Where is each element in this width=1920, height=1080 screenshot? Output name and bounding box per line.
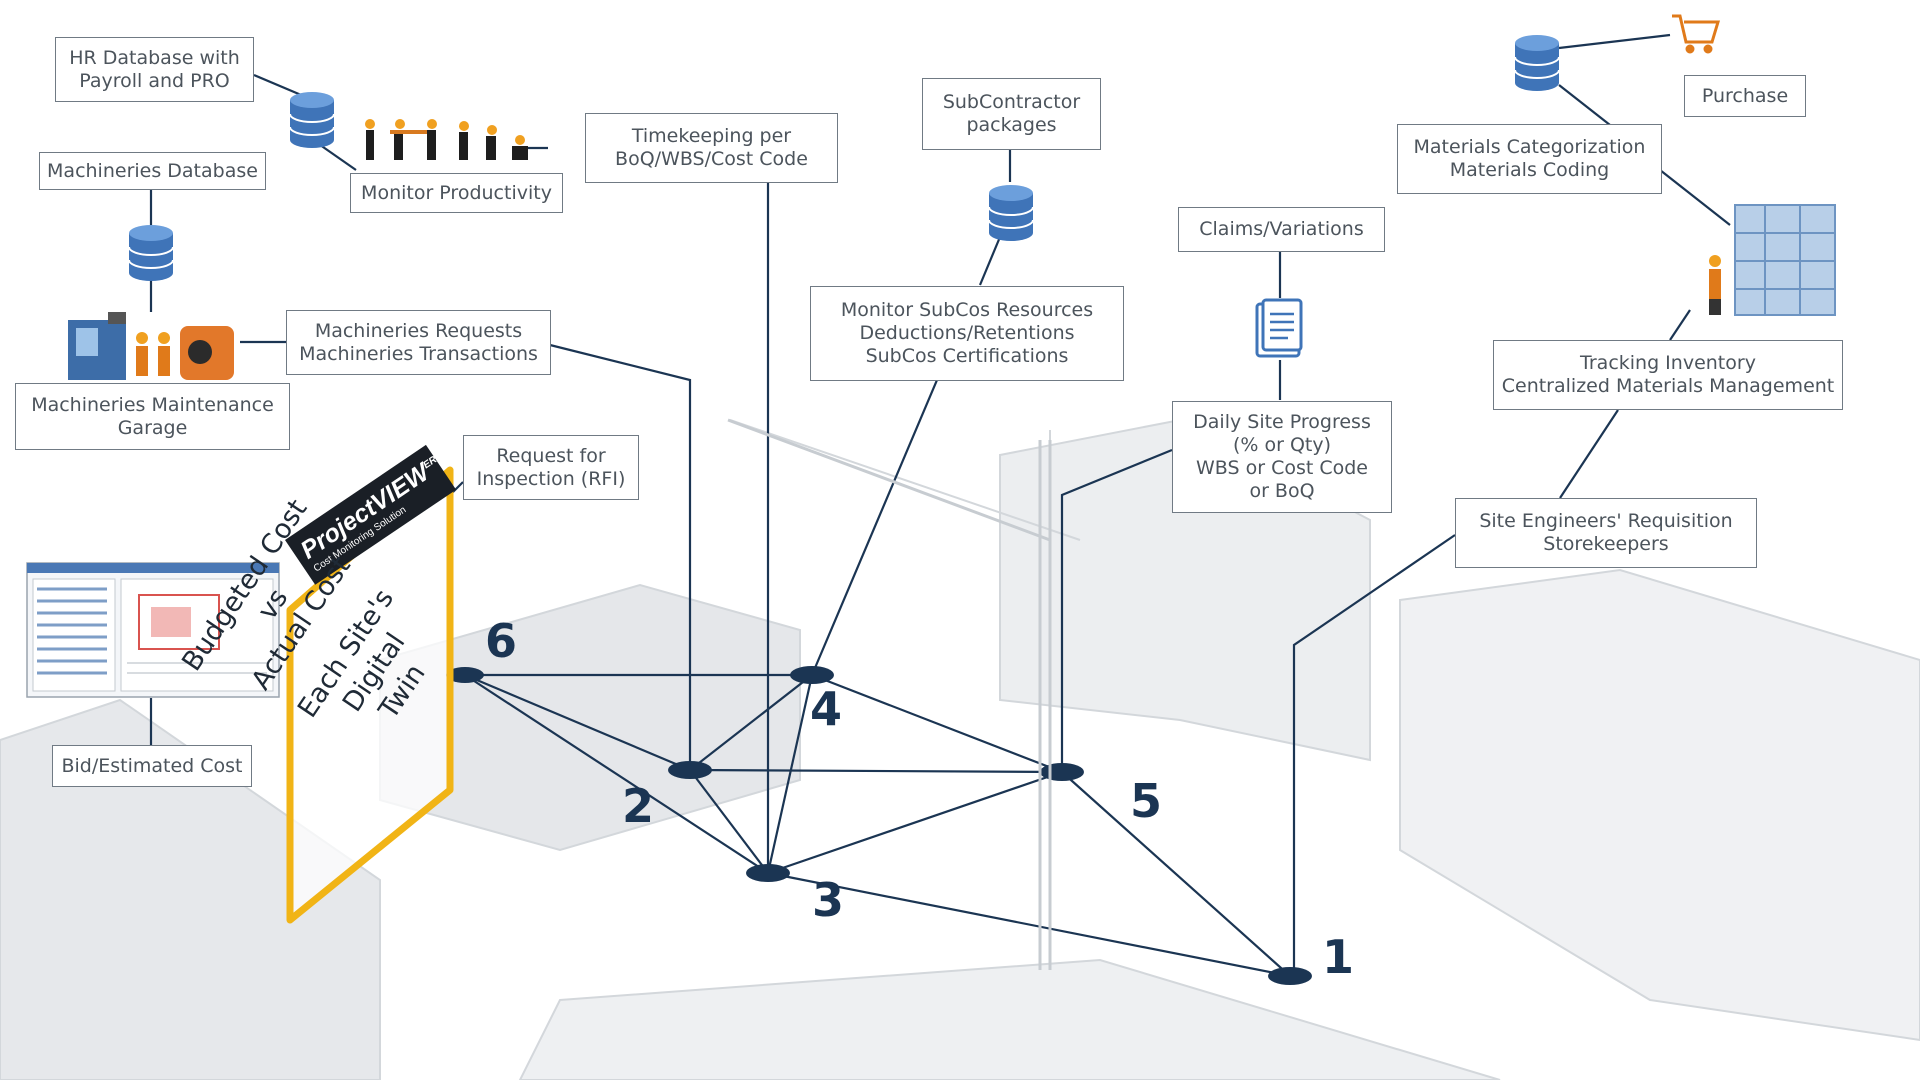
node-2 <box>668 761 712 779</box>
claims-variations-label[interactable]: Claims/Variations <box>1178 207 1385 252</box>
node-6 <box>446 667 484 683</box>
background-site <box>0 418 1920 1080</box>
node-3 <box>746 864 790 882</box>
node-number-4: 4 <box>810 682 843 736</box>
node-number-3: 3 <box>812 873 845 927</box>
purchase-label[interactable]: Purchase <box>1684 75 1806 117</box>
software-screenshot-icon <box>26 562 280 698</box>
node-4 <box>790 666 834 684</box>
connector-lines <box>149 33 1731 976</box>
database-icon <box>988 185 1034 241</box>
node-5 <box>1040 763 1084 781</box>
shopping-cart-icon <box>1672 14 1721 54</box>
database-icon <box>128 225 174 281</box>
node-1 <box>1268 967 1312 985</box>
node-number-5: 5 <box>1130 774 1163 828</box>
node-number-6: 6 <box>485 614 518 668</box>
machineries-database-label[interactable]: Machineries Database <box>39 152 266 190</box>
bid-estimated-cost-label[interactable]: Bid/Estimated Cost <box>52 745 252 787</box>
node-number-1: 1 <box>1322 930 1355 984</box>
document-icon <box>1255 298 1303 358</box>
machines-icon <box>68 312 234 380</box>
monitor-productivity-label[interactable]: Monitor Productivity <box>350 173 563 213</box>
workers-icon <box>365 119 528 160</box>
database-icon <box>289 92 335 148</box>
node-number-2: 2 <box>622 779 655 833</box>
warehouse-icon <box>1709 204 1836 316</box>
database-icon <box>1514 35 1560 91</box>
crane <box>727 418 1052 970</box>
network-graph <box>464 673 1291 978</box>
daily-site-progress-label[interactable]: Daily Site Progress(% or Qty)WBS or Cost… <box>1172 401 1392 513</box>
